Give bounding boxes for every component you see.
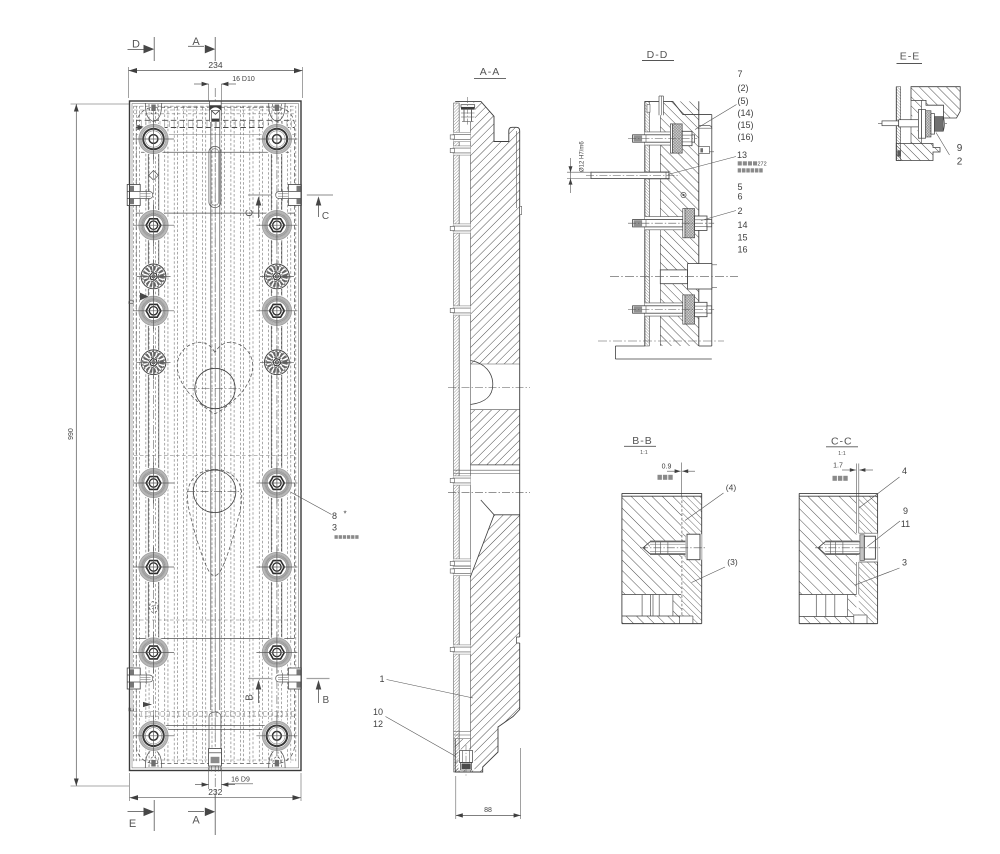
svg-text:B-B: B-B	[632, 435, 653, 447]
svg-text:11: 11	[901, 519, 910, 529]
svg-text:4: 4	[902, 466, 907, 476]
svg-text:234: 234	[208, 60, 222, 70]
svg-text:2: 2	[957, 157, 963, 168]
svg-text:2: 2	[738, 206, 743, 216]
svg-text:D: D	[132, 39, 140, 51]
svg-text:(4): (4)	[726, 483, 737, 493]
svg-text:B: B	[245, 694, 256, 701]
svg-text:C-C: C-C	[831, 436, 853, 448]
svg-text:10: 10	[373, 707, 383, 717]
svg-text:7: 7	[738, 69, 743, 79]
svg-text:3: 3	[902, 558, 907, 568]
svg-text:16 D10: 16 D10	[232, 76, 255, 83]
svg-text:13: 13	[737, 150, 747, 160]
svg-text:D: D	[129, 299, 136, 304]
svg-text:990: 990	[68, 428, 75, 440]
svg-text:15: 15	[738, 233, 748, 243]
svg-text:(14): (14)	[738, 108, 754, 118]
svg-text:B: B	[322, 695, 329, 706]
svg-text:*: *	[343, 510, 346, 519]
svg-text:232: 232	[208, 787, 222, 797]
svg-text:D-D: D-D	[647, 49, 669, 61]
svg-text:8: 8	[332, 511, 337, 521]
svg-text:16: 16	[738, 245, 748, 255]
svg-text:(2): (2)	[738, 83, 749, 93]
svg-text:1.7: 1.7	[833, 462, 843, 469]
svg-text:E: E	[129, 818, 136, 830]
svg-text:Ø12 H7/m6: Ø12 H7/m6	[580, 141, 586, 172]
svg-text:C: C	[322, 211, 329, 222]
svg-text:(16): (16)	[738, 132, 754, 142]
svg-text:A: A	[192, 36, 200, 48]
svg-text:1:1: 1:1	[838, 451, 846, 457]
svg-text:A-A: A-A	[480, 66, 501, 78]
svg-text:9: 9	[957, 143, 963, 154]
svg-text:12: 12	[373, 719, 383, 729]
svg-text:E: E	[129, 707, 136, 712]
svg-text:1: 1	[379, 674, 384, 684]
svg-text:272: 272	[758, 161, 767, 167]
svg-text:(5): (5)	[738, 96, 749, 106]
svg-text:C: C	[245, 209, 256, 216]
svg-text:E-E: E-E	[900, 51, 921, 63]
svg-text:5: 5	[738, 182, 743, 192]
svg-text:88: 88	[484, 807, 492, 814]
svg-text:1:1: 1:1	[640, 450, 648, 456]
svg-text:3: 3	[332, 523, 337, 533]
svg-text:A: A	[192, 815, 200, 827]
svg-text:14: 14	[738, 220, 748, 230]
svg-text:6: 6	[738, 192, 743, 202]
svg-text:(15): (15)	[738, 120, 754, 130]
svg-text:(3): (3)	[727, 557, 738, 567]
svg-text:9: 9	[903, 506, 908, 516]
svg-text:16 D9: 16 D9	[231, 776, 250, 783]
svg-text:0.9: 0.9	[662, 464, 672, 471]
